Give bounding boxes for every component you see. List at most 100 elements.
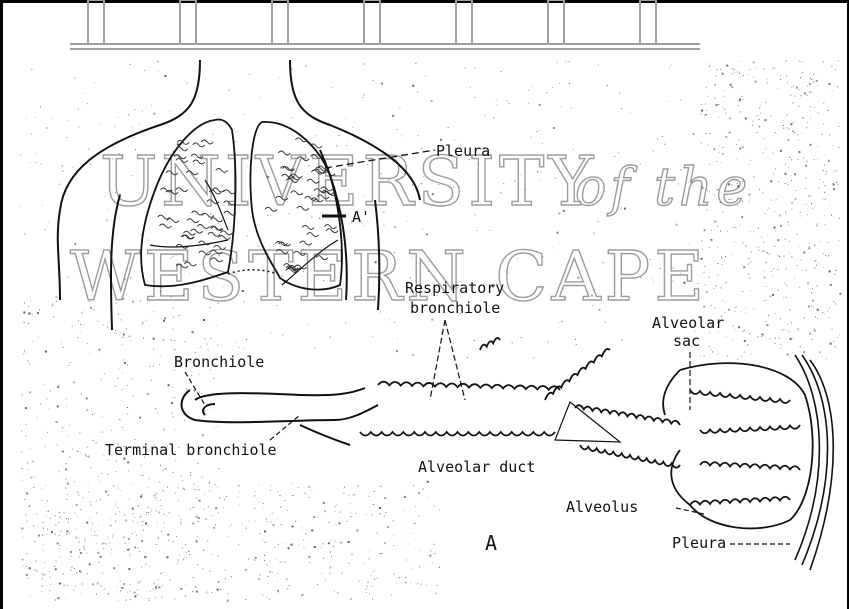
- noise-dot: [33, 487, 34, 488]
- noise-dot: [141, 521, 142, 522]
- label-respiratory-bronchiole-2: bronchiole: [410, 299, 500, 317]
- noise-dot: [96, 513, 97, 514]
- noise-dot: [760, 237, 761, 238]
- noise-dot: [178, 487, 179, 488]
- noise-dot: [385, 512, 386, 513]
- noise-dot: [22, 537, 23, 538]
- noise-dot: [178, 516, 179, 517]
- noise-dot: [742, 201, 743, 202]
- noise-dot: [761, 336, 762, 337]
- noise-dot: [384, 515, 385, 516]
- noise-dot: [465, 67, 466, 68]
- noise-dot: [57, 542, 59, 544]
- noise-dot: [809, 195, 811, 197]
- noise-dot: [755, 81, 757, 83]
- noise-dot: [130, 599, 131, 600]
- noise-dot: [743, 180, 744, 181]
- noise-dot: [701, 258, 703, 260]
- noise-dot: [372, 270, 373, 271]
- noise-dot: [91, 535, 92, 536]
- noise-dot: [753, 61, 755, 63]
- noise-dot: [156, 510, 157, 511]
- noise-dot: [143, 521, 144, 522]
- noise-dot: [55, 600, 56, 601]
- noise-dot: [798, 328, 799, 329]
- noise-dot: [706, 291, 708, 293]
- noise-dot: [29, 505, 31, 507]
- noise-dot: [780, 79, 781, 80]
- noise-dot: [788, 167, 789, 168]
- noise-dot: [128, 548, 130, 550]
- noise-dot: [770, 180, 772, 182]
- noise-dot: [284, 500, 285, 501]
- noise-dot: [517, 258, 518, 259]
- noise-dot: [29, 567, 31, 569]
- noise-dot: [774, 68, 775, 69]
- noise-dot: [102, 543, 104, 545]
- noise-dot: [190, 475, 191, 476]
- noise-dot: [101, 379, 102, 380]
- noise-dot: [793, 86, 794, 87]
- noise-dot: [500, 192, 501, 193]
- noise-dot: [128, 568, 130, 570]
- noise-dot: [434, 505, 435, 506]
- noise-dot: [119, 419, 120, 420]
- noise-dot: [28, 469, 29, 470]
- noise-dot: [263, 539, 264, 540]
- noise-dot: [154, 499, 155, 500]
- noise-dot: [768, 208, 769, 209]
- noise-dot: [82, 584, 83, 585]
- noise-dot: [836, 170, 837, 171]
- noise-dot: [539, 104, 541, 106]
- noise-dot: [158, 511, 160, 513]
- noise-dot: [196, 591, 198, 593]
- noise-dot: [704, 229, 706, 231]
- noise-dot: [94, 531, 95, 532]
- noise-dot: [725, 256, 726, 257]
- noise-dot: [368, 582, 369, 583]
- noise-dot: [781, 330, 782, 331]
- noise-dot: [78, 108, 79, 109]
- noise-dot: [744, 340, 746, 342]
- noise-dot: [25, 353, 26, 354]
- noise-dot: [753, 121, 754, 122]
- noise-dot: [790, 338, 792, 340]
- noise-dot: [361, 278, 362, 279]
- noise-dot: [42, 586, 43, 587]
- noise-dot: [731, 86, 733, 88]
- noise-dot: [721, 258, 722, 259]
- noise-dot: [166, 515, 167, 516]
- noise-dot: [778, 290, 779, 291]
- noise-dot: [434, 544, 435, 545]
- noise-dot: [149, 566, 150, 567]
- noise-dot: [825, 174, 826, 175]
- noise-dot: [52, 118, 53, 119]
- noise-dot: [30, 162, 31, 163]
- noise-dot: [191, 375, 192, 376]
- noise-dot: [71, 567, 72, 568]
- noise-dot: [260, 575, 261, 576]
- noise-dot: [204, 338, 205, 339]
- noise-dot: [794, 132, 795, 133]
- noise-dot: [748, 263, 749, 264]
- noise-dot: [105, 196, 106, 197]
- noise-dot: [719, 117, 720, 118]
- noise-dot: [803, 351, 805, 353]
- noise-dot: [717, 246, 718, 247]
- noise-dot: [748, 201, 749, 202]
- noise-dot: [98, 476, 99, 477]
- noise-dot: [73, 167, 74, 168]
- noise-dot: [46, 534, 47, 535]
- noise-dot: [97, 321, 98, 322]
- noise-dot: [192, 522, 194, 524]
- noise-dot: [798, 245, 799, 246]
- noise-dot: [128, 114, 129, 115]
- noise-dot: [791, 256, 792, 257]
- noise-dot: [703, 306, 705, 308]
- noise-dot: [128, 336, 129, 337]
- noise-dot: [133, 520, 134, 521]
- noise-dot: [112, 158, 113, 159]
- noise-dot: [88, 491, 89, 492]
- noise-dot: [132, 513, 133, 514]
- noise-dot: [26, 424, 27, 425]
